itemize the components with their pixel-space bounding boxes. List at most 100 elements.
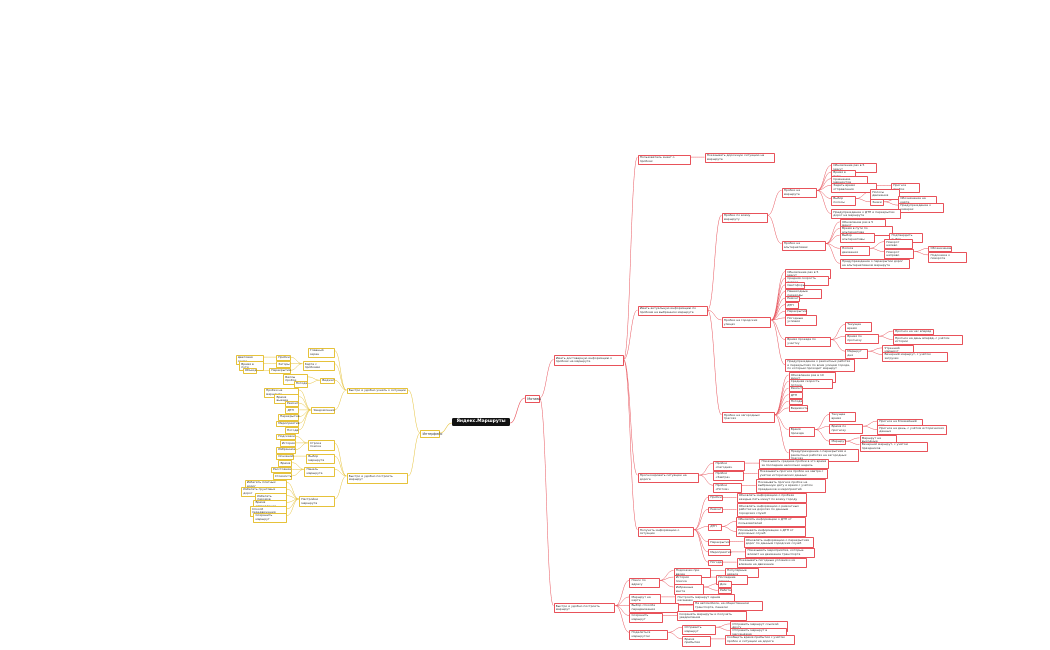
root-node[interactable]: Яндекс.Маршруты <box>452 418 510 426</box>
right-node-d7[interactable]: Вечерний маршрут, с учётом праздников <box>859 441 929 453</box>
right-node-d3[interactable]: Выбор способа передвижения <box>629 602 679 614</box>
left-node-d4[interactable]: История <box>279 440 296 448</box>
right-node-d6[interactable]: Время по прогнозу <box>845 333 879 344</box>
right-node-d5[interactable]: Показывать мероприятия, которые влияют н… <box>745 547 816 558</box>
right-node-d4[interactable]: Пробки «Потом» <box>713 482 742 494</box>
right-node-d3[interactable]: Поделиться маршрутом <box>629 629 669 641</box>
right-node-d6[interactable]: Выбор альтернативы <box>839 232 876 243</box>
right-node-d5[interactable]: Перекрытия <box>785 308 807 316</box>
left-node-d4[interactable]: Расстояние <box>270 466 293 474</box>
left-node-d4[interactable]: Сохранить маршрут <box>253 512 287 524</box>
right-node-d5[interactable]: Время проезда по участку <box>785 336 831 348</box>
right-node-d5[interactable]: Пешеходные переходы <box>785 288 823 300</box>
right-node-d5[interactable]: Показывать средние пробки в это время за… <box>759 458 830 470</box>
right-node-d7[interactable]: Знаки <box>870 199 884 206</box>
right-node-d3[interactable]: Поиск по адресу <box>629 577 660 589</box>
right-node-d6[interactable]: Текущее время <box>845 321 872 333</box>
right-node-d3[interactable]: Иметь актуальную информацию по пробкам н… <box>637 305 708 317</box>
right-node-d5[interactable]: Ремонт <box>785 295 800 303</box>
right-node-d5[interactable]: Сообщить время прибытия с учётом пробок … <box>724 634 795 645</box>
right-node-d1[interactable]: Мотивы <box>525 395 541 403</box>
right-node-d5[interactable]: Пробки на маршруте <box>781 187 817 199</box>
right-node-d3[interactable]: Прогнозировать ситуацию на дороге <box>637 472 700 483</box>
right-node-d5[interactable]: Предупреждение о ремонтных работах и пер… <box>785 358 855 373</box>
right-node-d5[interactable]: Средняя скорость потока <box>788 378 833 390</box>
left-node-d2[interactable]: Быстро и удобно узнать о ситуации <box>346 387 409 395</box>
left-node-d4[interactable]: Перекрытия <box>277 413 299 421</box>
right-node-d3[interactable]: Получить информацию о ситуации <box>637 527 694 538</box>
right-node-d7[interactable]: Полосы движения <box>870 189 901 200</box>
left-node-d4[interactable]: Избранное <box>276 446 296 454</box>
right-node-d4[interactable]: Пробки на загородных трассах <box>721 412 775 423</box>
right-node-d5[interactable]: Обновлять информацию о ремонтных работах… <box>736 503 807 518</box>
left-node-d3[interactable]: Строка поиска <box>307 440 335 451</box>
left-node-d4[interactable]: Основной <box>276 453 294 461</box>
left-node-d1[interactable]: Интерфейс <box>420 430 442 438</box>
right-node-d4[interactable]: Погода <box>708 559 723 567</box>
right-node-d8[interactable]: Предупреждение о камерах <box>898 202 944 213</box>
right-node-d4[interactable]: Избранные места <box>673 584 704 595</box>
left-node-d3[interactable]: Уведомления <box>311 407 335 415</box>
right-node-d7[interactable]: Вечерний маршрут, с учётом загрузки <box>882 351 948 363</box>
right-node-d5[interactable]: Светофоры <box>785 282 805 290</box>
right-node-d7[interactable]: Поворот налево <box>884 239 913 250</box>
left-node-d3[interactable]: Панель маршрута <box>304 466 335 478</box>
right-node-d4[interactable]: Пробки «Завтра» <box>713 470 744 482</box>
right-node-d5[interactable]: Обновлять информацию о пробках каждые пя… <box>736 492 807 504</box>
right-node-d5[interactable]: Погодные условия <box>785 315 817 326</box>
right-node-d2[interactable]: Иметь достоверную информацию о пробках н… <box>553 355 624 366</box>
right-node-d4[interactable]: Пробки <box>708 494 723 502</box>
left-node-d4[interactable]: Погода <box>293 380 308 388</box>
left-node-d4[interactable]: Погода <box>284 427 300 434</box>
right-node-d5[interactable]: Дом <box>717 581 732 588</box>
left-node-d4[interactable]: Пробки <box>276 354 291 362</box>
left-node-d4[interactable]: Подсказки <box>276 433 296 441</box>
right-node-d2[interactable]: Быстро и удобно построить маршрут <box>553 603 616 614</box>
left-node-d4[interactable]: Мероприятия <box>276 420 299 428</box>
right-node-d4[interactable]: Пробки «Сегодня» <box>713 460 746 471</box>
right-node-d7[interactable]: Поворот направо <box>884 249 915 260</box>
right-node-d4[interactable]: Пробки по всему маршруту <box>721 212 768 224</box>
left-node-d3[interactable]: Виджет <box>320 377 335 385</box>
right-node-d6[interactable]: Предупреждение о ДТП и перекрытии дорог … <box>831 209 901 220</box>
right-node-d4[interactable]: ДТП <box>708 523 722 531</box>
right-node-d5[interactable]: Ремонт <box>788 385 803 393</box>
right-node-d4[interactable]: История поиска <box>673 574 702 585</box>
right-node-d7[interactable]: Прогноз на час вперёд <box>892 328 934 336</box>
right-node-d8[interactable]: Подсказка о повороте <box>928 252 968 263</box>
right-node-d6[interactable]: Задать время отправления <box>831 182 877 194</box>
right-node-d6[interactable]: Маршрут <box>829 438 846 446</box>
right-node-d4[interactable]: Мероприятия <box>708 549 731 557</box>
right-node-d5[interactable]: Пробки на альтернативах <box>781 240 826 252</box>
right-node-d5[interactable]: Показывать погодные условия и их влияние… <box>736 557 807 569</box>
left-node-d4[interactable]: Стоимость <box>272 473 293 481</box>
right-node-d7[interactable]: Прогноз пробок <box>891 182 920 194</box>
left-node-d3[interactable]: Выбор маршрута <box>306 453 335 464</box>
left-node-d5[interactable]: Объезд <box>242 367 257 375</box>
right-node-d5[interactable]: Средняя скорость потока <box>785 275 830 287</box>
right-node-d8[interactable]: Обозначение <box>928 245 952 253</box>
left-node-d3[interactable]: Карта с пробками <box>302 361 335 372</box>
right-node-d3[interactable]: Сохранить маршрут <box>629 612 663 624</box>
right-node-d4[interactable]: Пробки на городских улицах <box>721 317 771 328</box>
right-node-d5[interactable]: Показывать прогноз пробок на завтра с уч… <box>757 468 828 480</box>
right-node-d6[interactable]: Текущее время <box>829 411 856 423</box>
right-node-d4[interactable]: Показывать дорожную ситуацию на маршруте <box>704 152 775 164</box>
right-node-d3[interactable]: Пользователь знает о пробках <box>637 154 691 165</box>
right-node-d5[interactable]: Показывать прогноз пробок на выбранную д… <box>755 479 826 494</box>
right-node-d7[interactable]: Прогноз на день вперёд, с учётом истории <box>892 335 963 346</box>
left-node-d4[interactable]: ДТП <box>285 407 300 415</box>
right-node-d4[interactable]: Перекрытия <box>708 539 730 546</box>
right-node-d5[interactable]: Показывать информацию о ДТП от дорожных … <box>736 527 806 538</box>
right-node-d5[interactable]: Видимость <box>788 405 809 413</box>
right-node-d5[interactable]: Погода <box>788 398 803 406</box>
right-node-d6[interactable]: Маршрут дня <box>845 348 869 359</box>
right-node-d5[interactable]: Обновлять информацию о перекрытиях дорог… <box>743 537 814 548</box>
right-node-d6[interactable]: Предупреждение о перекрытии дорог на аль… <box>839 258 910 270</box>
right-node-d4[interactable]: Сохранять маршруты и получать уведомлени… <box>677 611 747 622</box>
right-node-d6[interactable]: Полоса движения <box>839 245 870 257</box>
right-node-d5[interactable]: Последние адреса <box>716 574 748 585</box>
right-node-d5[interactable]: ДТП <box>788 392 803 399</box>
right-node-d5[interactable]: Обновлять информацию о ДТП от пользовате… <box>736 516 806 528</box>
right-node-d4[interactable]: На автомобиле, на общественном транспорт… <box>692 600 763 612</box>
